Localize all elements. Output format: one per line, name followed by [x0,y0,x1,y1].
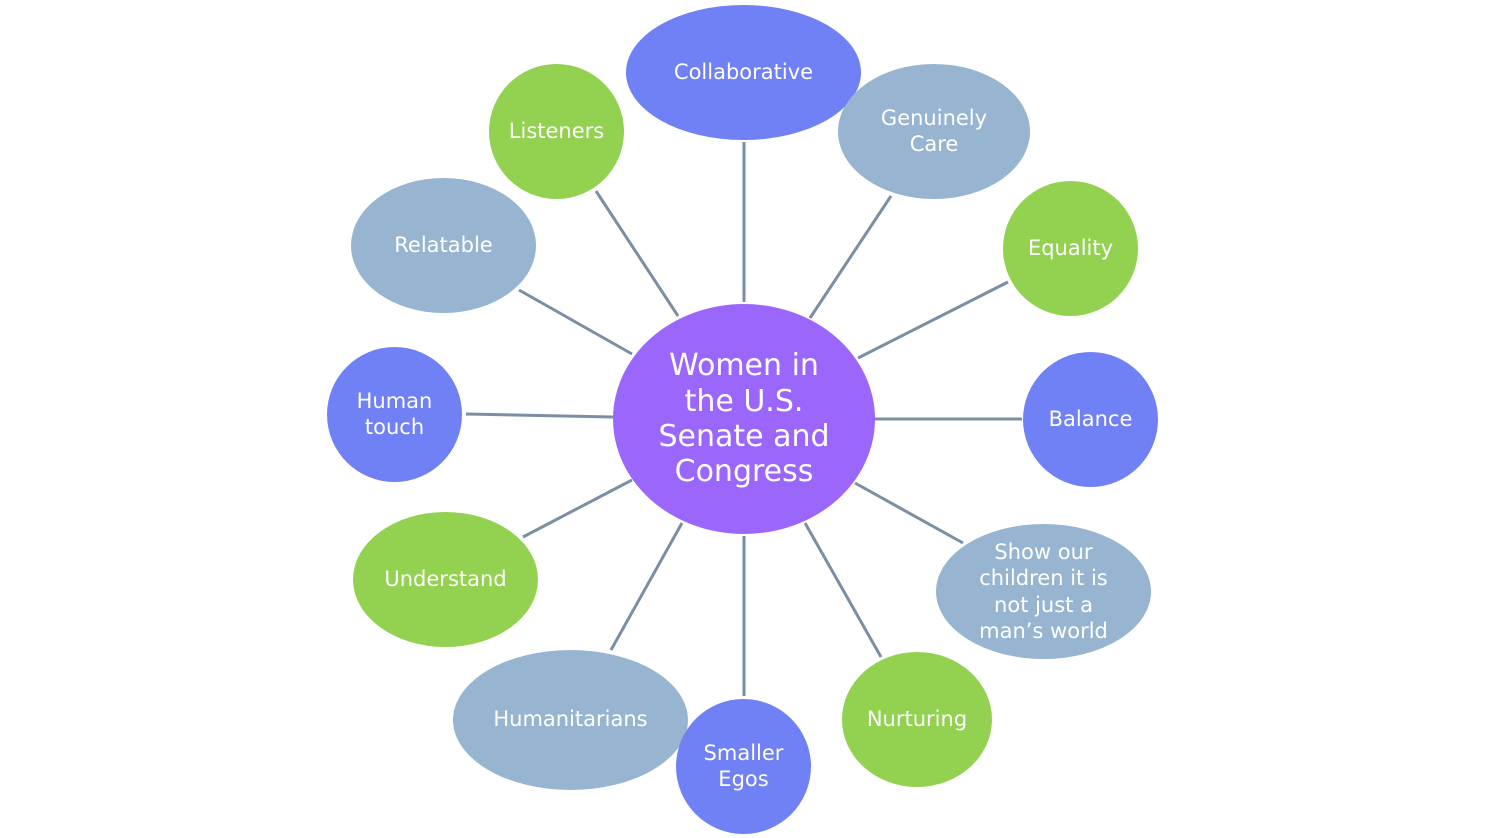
node-human-touch-label: Human touch [356,389,433,439]
node-listeners-label: Listeners [508,118,605,143]
connector-human-touch [465,412,614,419]
connector-listeners [594,190,680,317]
node-nurturing-label: Nurturing [866,706,968,731]
connector-humanitarians [609,522,684,651]
node-collaborative: Collaborative [626,5,861,140]
node-collaborative-label: Collaborative [673,59,814,84]
node-balance-label: Balance [1048,406,1133,431]
node-show-our-children: Show our children it is not just a man’s… [936,524,1151,659]
connector-nurturing [803,522,883,658]
node-genuinely-care: Genuinely Care [838,64,1030,199]
node-equality-label: Equality [1027,235,1114,260]
node-smaller-egos: Smaller Egos [676,699,811,834]
node-equality: Equality [1003,181,1138,316]
node-nurturing: Nurturing [842,652,992,787]
node-humanitarians-label: Humanitarians [493,707,648,732]
node-human-touch: Human touch [327,347,462,482]
node-relatable-label: Relatable [394,232,493,257]
node-listeners: Listeners [489,64,624,199]
node-smaller-egos-label: Smaller Egos [703,741,784,791]
connector-understand [522,478,633,539]
node-understand: Understand [353,512,538,647]
center-node: Women in the U.S. Senate and Congress [613,304,875,534]
node-genuinely-care-label: Genuinely Care [880,106,988,156]
connector-show-our-children [854,481,964,545]
connector-relatable [518,288,633,356]
node-balance: Balance [1023,352,1158,487]
node-relatable: Relatable [351,178,536,313]
center-node-label: Women in the U.S. Senate and Congress [658,348,830,490]
connector-genuinely-care [808,195,893,319]
node-understand-label: Understand [384,566,507,591]
node-show-our-children-label: Show our children it is not just a man’s… [979,540,1108,643]
connector-equality [857,280,1009,360]
node-humanitarians: Humanitarians [453,650,688,790]
